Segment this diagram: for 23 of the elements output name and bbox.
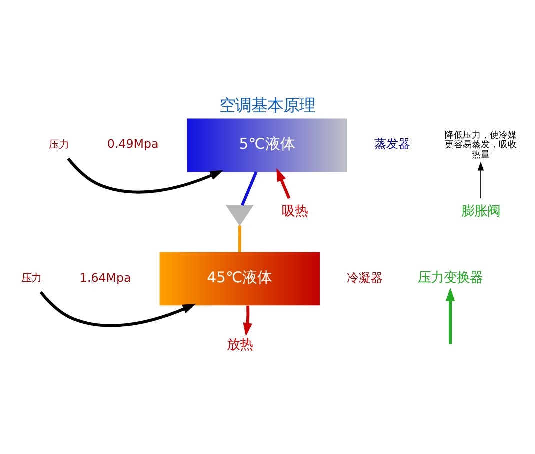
node-text: 压力变换器 <box>418 271 484 286</box>
node-text: 吸热 <box>282 204 308 220</box>
node-text: 压力 <box>48 139 69 152</box>
arrow <box>243 306 252 336</box>
node-text: 降低压力，使冷媒更容易蒸发，吸收热量 <box>444 131 517 160</box>
node-label: 冷凝器 <box>347 270 384 285</box>
arrow <box>446 288 456 344</box>
node-text: 膨胀阀 <box>461 204 500 220</box>
node-label: 蒸发器 <box>374 137 411 152</box>
node-label: 1.64Mpa <box>80 270 132 285</box>
arrow <box>67 158 224 194</box>
node-box: 5℃液体 <box>187 118 348 172</box>
node-text: 放热 <box>226 338 253 353</box>
arrow <box>40 291 196 328</box>
arrow <box>478 162 484 199</box>
node-text: 压力 <box>21 272 42 285</box>
node-valve <box>226 205 254 226</box>
diagram-title: 空调基本原理 <box>220 96 316 115</box>
arrow <box>276 168 291 200</box>
connector <box>238 226 242 252</box>
node-label: 0.49Mpa <box>107 137 159 152</box>
connector <box>241 172 258 206</box>
node-box: 45℃液体 <box>160 252 320 306</box>
